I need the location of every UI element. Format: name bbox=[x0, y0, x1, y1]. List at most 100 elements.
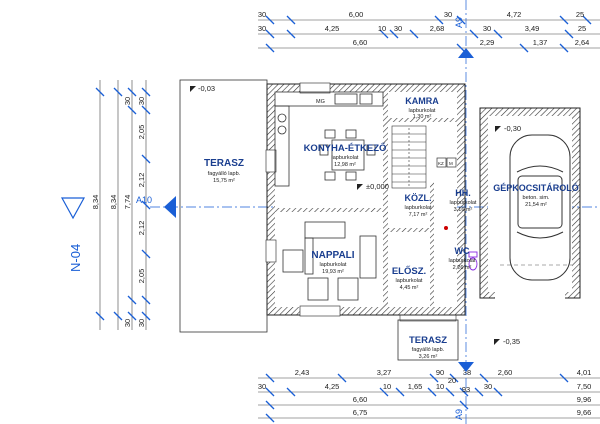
dim-b2-d: 1,65 bbox=[408, 382, 423, 391]
entrance-step bbox=[399, 314, 457, 322]
garage-walls bbox=[479, 107, 581, 300]
dim-b2-a: 30 bbox=[258, 382, 266, 391]
dim-b2-i: 7,50 bbox=[577, 382, 592, 391]
dim-t2-d: 30 bbox=[394, 24, 402, 33]
pantry-name: KAMRA bbox=[405, 96, 439, 106]
dim-t3-c: 1,37 bbox=[533, 38, 548, 47]
dim-b2-b: 4,25 bbox=[325, 382, 340, 391]
living-area: 19,93 m² bbox=[322, 269, 344, 275]
toilet-icon bbox=[468, 251, 478, 271]
dim-b1-b: 3,27 bbox=[377, 368, 392, 377]
dim-b2-e: 10 bbox=[436, 382, 444, 391]
hall-floor: lapburkolat bbox=[396, 278, 423, 284]
dim-l-d: 2,12 bbox=[137, 221, 146, 236]
dim-t3-d: 2,64 bbox=[575, 38, 590, 47]
utility-area: 3,16 m² bbox=[454, 207, 473, 213]
level-terrace-left: -0,03 bbox=[198, 84, 215, 93]
dim-t1-c: 30 bbox=[444, 10, 452, 19]
drain-icon bbox=[444, 226, 448, 230]
dim-l-h: 8,34 bbox=[109, 195, 118, 210]
wc-area: 2,26 m² bbox=[453, 265, 472, 271]
appliance-kz-label: KZ bbox=[438, 161, 444, 166]
dim-b2-f: 93 bbox=[462, 385, 470, 394]
utility-floor: lapburkolat bbox=[450, 200, 477, 206]
dim-b3-a: 6,60 bbox=[353, 395, 368, 404]
living-name: NAPPALI bbox=[311, 250, 354, 261]
corridor-area: 7,17 m² bbox=[409, 212, 428, 218]
dim-b1-d: 38 bbox=[463, 368, 471, 377]
terrace-left bbox=[179, 79, 268, 333]
car-icon bbox=[509, 134, 571, 281]
garage-name: GÉPKOCSITÁROLÓ bbox=[493, 182, 579, 193]
axis-top-marker-icon bbox=[458, 48, 474, 58]
top-dimension-texts: 30 6,00 30 4,72 25 30 4,25 10 30 2,68 30… bbox=[258, 10, 589, 47]
dim-l-b: 2,05 bbox=[137, 125, 146, 140]
level-marker-icon bbox=[494, 339, 500, 345]
terrace-front bbox=[397, 319, 459, 361]
pantry-floor: lapburkolat bbox=[409, 108, 436, 114]
wc-floor: lapburkolat bbox=[449, 258, 476, 264]
level-marker-icon bbox=[190, 86, 196, 92]
kitchen-fixtures bbox=[274, 91, 384, 187]
dim-t2-a: 30 bbox=[258, 24, 266, 33]
terrace-left-name: TERASZ bbox=[204, 158, 244, 169]
dim-b2-g: 20 bbox=[448, 376, 456, 385]
axis-left-marker-icon bbox=[164, 196, 176, 218]
dim-b1-a: 2,43 bbox=[295, 368, 310, 377]
kitchen-floor: lapburkolat bbox=[332, 155, 359, 161]
level-main: ±0,000 bbox=[366, 182, 389, 191]
dim-t2-h: 25 bbox=[578, 24, 586, 33]
axis-left-label: A10 bbox=[136, 195, 152, 205]
dim-t2-f: 30 bbox=[483, 24, 491, 33]
corridor-name: KÖZL. bbox=[405, 193, 432, 203]
kitchen-name: KONYHA-ÉTKEZŐ bbox=[304, 142, 387, 154]
terrace-front-name: TERASZ bbox=[409, 335, 447, 346]
room-labels: TERASZ fagyálló lapb. 15,75 m² KONYHA-ÉT… bbox=[204, 96, 579, 360]
dim-b2-h: 30 bbox=[484, 382, 492, 391]
dim-t1-d: 4,72 bbox=[507, 10, 522, 19]
dim-l-a: 30 bbox=[123, 97, 132, 105]
terrace-front-floor: fagyálló lapb. bbox=[412, 347, 445, 353]
utility-appliances bbox=[436, 157, 457, 168]
walls bbox=[265, 82, 466, 317]
dim-l-j: 30 bbox=[123, 319, 132, 327]
pantry-area: 1,30 m² bbox=[413, 114, 432, 120]
kitchen-appliance-label: MG bbox=[316, 99, 325, 105]
dim-t2-g: 3,49 bbox=[525, 24, 540, 33]
hall-name: ELŐSZ. bbox=[392, 265, 426, 277]
terrace-left-floor: fagyálló lapb. bbox=[208, 171, 241, 177]
left-dimension-texts: 30 2,05 2,12 2,12 2,05 30 8,34 8,34 7,74… bbox=[91, 97, 146, 327]
level-markers: -0,03 ±0,000 -0,30 -0,35 bbox=[190, 84, 521, 346]
dining-table-icon bbox=[319, 129, 376, 181]
top-dimension-lines bbox=[258, 15, 600, 53]
dim-b2-c: 10 bbox=[383, 382, 391, 391]
dim-t2-b: 4,25 bbox=[325, 24, 340, 33]
dim-t1-e: 25 bbox=[576, 10, 584, 19]
level-marker-icon bbox=[495, 126, 501, 132]
dim-t2-e: 2,68 bbox=[430, 24, 445, 33]
wc-name: WC bbox=[455, 246, 470, 256]
sofa-icon bbox=[282, 221, 377, 301]
section-triangle-icon bbox=[60, 197, 86, 220]
section-label: N-04 bbox=[68, 244, 83, 272]
kitchen-area: 12,98 m² bbox=[334, 162, 356, 168]
appliance-m-label: M bbox=[449, 161, 453, 166]
dim-t1-b: 6,00 bbox=[349, 10, 364, 19]
axis-bottom-label: A9 bbox=[454, 409, 464, 420]
stairs-icon bbox=[391, 125, 427, 189]
axis-bottom-marker-icon bbox=[458, 362, 474, 372]
bottom-dimension-lines bbox=[258, 373, 600, 423]
level-front: -0,35 bbox=[503, 337, 520, 346]
dim-l-i: 7,74 bbox=[123, 195, 132, 210]
dim-b4-a: 6,75 bbox=[353, 408, 368, 417]
bottom-dimension-texts: 2,43 3,27 90 38 2,60 4,01 30 4,25 10 1,6… bbox=[258, 368, 591, 417]
axis-top-label: A9 bbox=[454, 17, 464, 28]
utility-name: HH. bbox=[455, 188, 471, 198]
left-dimension-lines bbox=[95, 80, 151, 330]
dim-b1-f: 4,01 bbox=[577, 368, 592, 377]
dim-b3-b: 9,96 bbox=[577, 395, 592, 404]
terrace-front-area: 3,26 m² bbox=[419, 354, 438, 360]
dim-b1-c: 90 bbox=[436, 368, 444, 377]
dim-l-g: 8,34 bbox=[91, 195, 100, 210]
